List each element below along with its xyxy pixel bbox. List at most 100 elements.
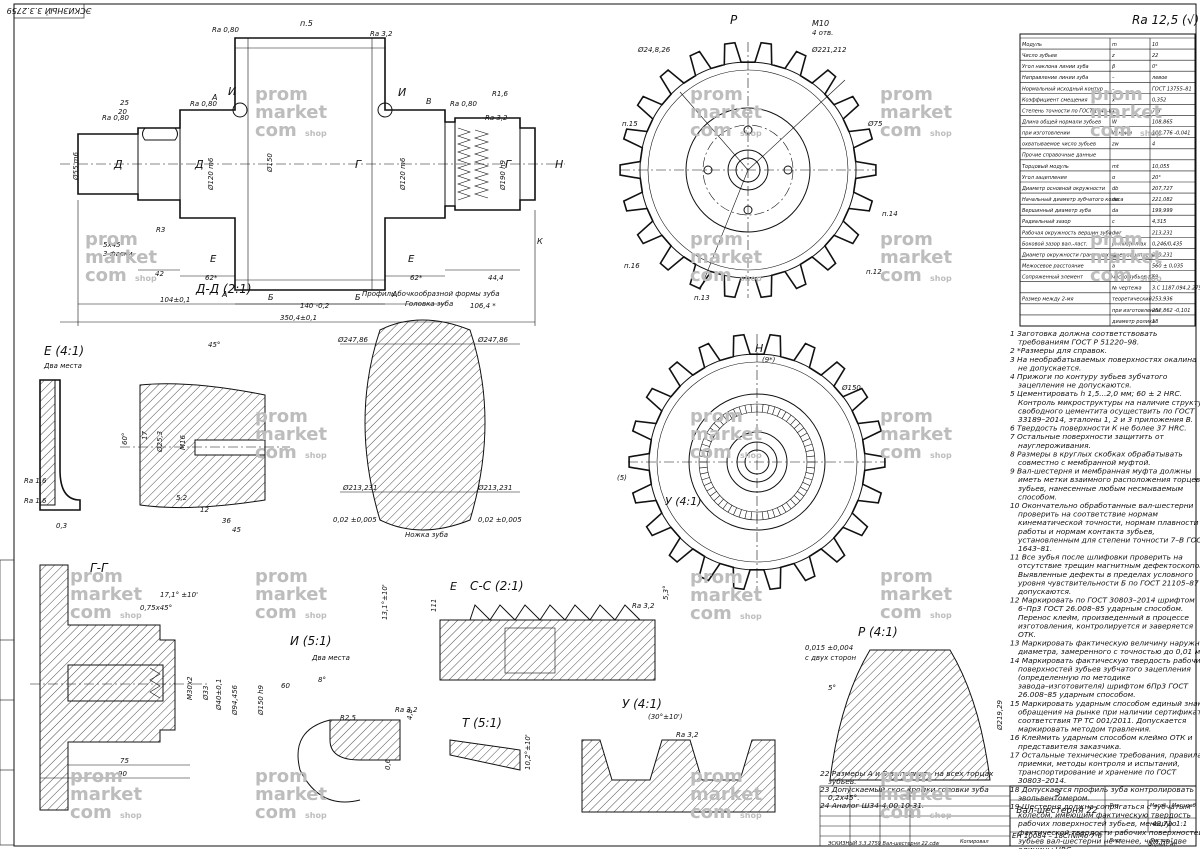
watermark-text: com xyxy=(880,120,922,141)
note-line: 13 Маркировать фактическую величину нару… xyxy=(1010,639,1200,648)
watermark-shop: shop xyxy=(1140,274,1162,283)
dd-17: 17 xyxy=(141,431,149,440)
table-cell-value: 221,082 xyxy=(1152,197,1173,203)
sec-g2: Г xyxy=(505,158,512,171)
spline-tooth xyxy=(777,408,781,417)
r16-label: R1,6 xyxy=(492,90,509,98)
dd-36: 36 xyxy=(222,517,231,525)
table-cell-symbol: W xyxy=(1112,120,1118,126)
view-e-sub: Два места xyxy=(43,362,82,370)
tb-mass: 48,71 xyxy=(1152,820,1172,828)
spline-tooth xyxy=(713,495,721,502)
profile-d1: Ø247,86 xyxy=(337,336,369,344)
tb-sheet-label: Лист xyxy=(1108,838,1123,844)
watermark-text: prom xyxy=(255,766,308,787)
note-line: 11 Все зубья после шлифовки проверить на xyxy=(1010,553,1183,562)
watermark-text: prom xyxy=(880,406,933,427)
spline-tooth xyxy=(744,510,747,519)
spline-tooth xyxy=(750,511,753,520)
ra-2: Ra 3,2 xyxy=(370,30,393,38)
table-cell-param: Длина общей нормали зубьев xyxy=(1021,120,1101,126)
spline-tooth xyxy=(727,411,733,419)
spline-tooth xyxy=(767,510,770,519)
view-u-dim: (30°±10') xyxy=(648,713,683,721)
gg-60: 60 xyxy=(281,682,290,690)
table-cell-param: Диаметр основной окружности xyxy=(1021,186,1106,192)
tb-lit: Лит. xyxy=(1108,803,1121,809)
dim-d190: Ø190 h9 xyxy=(499,159,507,191)
spline-tooth xyxy=(722,414,728,422)
dim-25: 25 xyxy=(120,99,129,107)
cc-ra: Ra 3,2 xyxy=(632,602,655,610)
sec-e2: Е xyxy=(408,254,415,265)
watermark-shop: shop xyxy=(740,451,762,460)
sec-d2: Д xyxy=(194,158,204,171)
watermark-shop: shop xyxy=(305,129,327,138)
watermark-text: com xyxy=(690,802,732,823)
watermark-text: prom xyxy=(1090,229,1143,250)
watermark-shop: shop xyxy=(1140,129,1162,138)
note-line: 18 Допускается профиль зуба контролирова… xyxy=(1010,785,1194,794)
view-dd-title: Д-Д (2:1) xyxy=(195,282,252,296)
view-u: У (4:1) (30°±10') Ra 3,2 xyxy=(581,697,776,813)
note-line: обращения на рынке при наличии сертифика… xyxy=(1018,707,1200,716)
watermark-text: com xyxy=(255,442,297,463)
table-cell-symbol: при изготовлении xyxy=(1112,308,1161,314)
note-line: 12 Маркировать по ГОСТ 30803–2014 шрифто… xyxy=(1010,596,1195,605)
table-cell-symbol: W наим xyxy=(1112,131,1132,137)
sec-h: Н xyxy=(555,158,563,171)
cc-131: 13,1°±10' xyxy=(381,584,389,620)
watermark-text: prom xyxy=(690,229,743,250)
ra-6: Ra 3,2 xyxy=(485,114,508,122)
note-line: зубьев, нанесенные любым несмываемым xyxy=(1018,484,1184,493)
sec-e1: Е xyxy=(210,254,217,265)
watermark-text: prom xyxy=(880,229,933,250)
sec-a2: А xyxy=(221,290,227,299)
spline-tooth xyxy=(800,486,808,492)
table-cell-symbol: диаметр ролика xyxy=(1111,319,1155,325)
gear-bottom-view xyxy=(628,333,886,591)
spline-tooth xyxy=(797,427,805,433)
table-cell-symbol: a xyxy=(1112,264,1115,270)
watermark-text: market xyxy=(1090,102,1162,123)
watermark-shop: shop xyxy=(135,274,157,283)
tb-side: ЭСКИЗНЫЙ 3.3.2759 Вал-шестерня 22.cdw xyxy=(827,840,940,847)
watermark-shop: shop xyxy=(930,451,952,460)
p13: п.13 xyxy=(694,294,710,302)
sec-g1: Г xyxy=(355,158,362,171)
dim-d120b: Ø120 m6 xyxy=(399,157,407,191)
table-cell-symbol: dp xyxy=(1112,252,1118,258)
tb-code: 3 xyxy=(1055,789,1061,799)
table-cell-value: 10,055 xyxy=(1152,164,1170,170)
table-cell-symbol: jn min/jn max xyxy=(1111,241,1146,247)
table-cell-value: 20° xyxy=(1152,175,1161,181)
table-cell-symbol: x xyxy=(1111,97,1115,103)
ra-3: Ra 0,80 xyxy=(102,114,130,122)
note-line: кинематической точности, нормам плавност… xyxy=(1018,518,1199,527)
top-stamp-box xyxy=(13,3,85,19)
watermark-text: prom xyxy=(880,84,933,105)
spline-tooth xyxy=(781,411,787,419)
table-cell-symbol: – xyxy=(1112,75,1115,81)
tb-sheet: Листов 1 xyxy=(1149,838,1173,844)
spline-tooth xyxy=(802,482,811,486)
watermark-shop: shop xyxy=(740,612,762,621)
dim-140: 140 -0,2 xyxy=(300,302,330,310)
spline-tooth xyxy=(709,491,717,497)
note-line: работы и нормам контакта зубьев, xyxy=(1017,527,1155,536)
note-line: 15 Маркировать ударным способом единый з… xyxy=(1010,699,1200,708)
view-i-r25: R2,5 xyxy=(340,714,357,722)
watermark-text: com xyxy=(1090,265,1132,286)
view-e-ra1: Ra 1,6 xyxy=(24,477,47,485)
watermark-text: prom xyxy=(1090,84,1143,105)
note-line: изготовления, контролируется и заверяетс… xyxy=(1018,621,1194,630)
table-cell-value: 108,865 xyxy=(1152,120,1173,126)
watermark-text: market xyxy=(880,102,952,123)
watermark-text: market xyxy=(1090,247,1162,268)
table-cell-param: охватываемое число зубьев xyxy=(1022,142,1096,148)
dim-106: 106,4 * xyxy=(470,302,496,310)
table-cell-symbol: da xyxy=(1112,208,1118,214)
sheet-frame xyxy=(13,3,1197,847)
dim-104: 104±0,1 xyxy=(160,296,190,304)
dd-12: 12 xyxy=(200,506,209,514)
